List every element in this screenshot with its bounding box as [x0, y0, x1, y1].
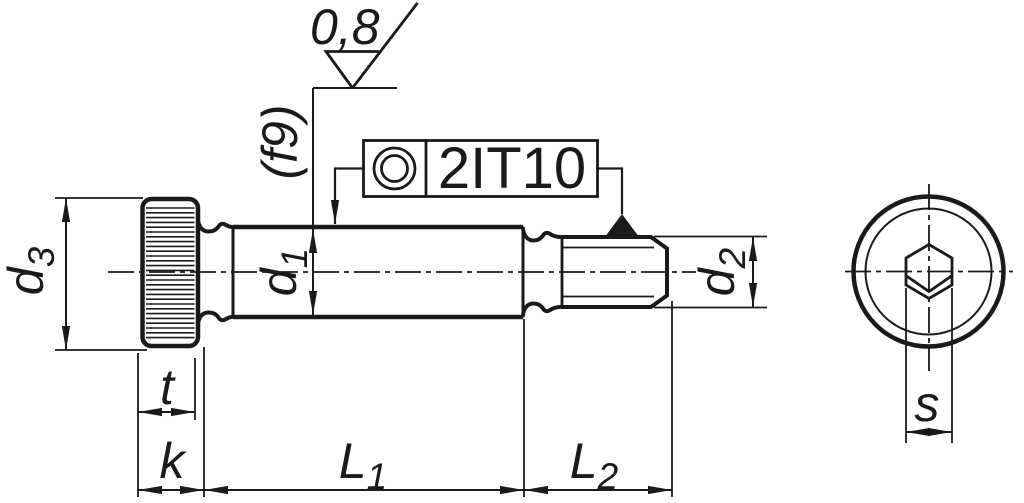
datum-triangle [606, 214, 638, 236]
knurl-pattern [146, 207, 195, 339]
fcf-leader-right [598, 167, 624, 214]
fcf-tolerance-value: 2IT10 [438, 136, 586, 201]
head-neck-undercut-top [196, 218, 235, 234]
surface-roughness-callout: 0,8 (f9) [252, 0, 419, 226]
dimension-d3: d3 [0, 197, 147, 351]
dimension-chain-bottom: k L1 L2 [137, 301, 673, 497]
hex-socket-cone-lines [905, 274, 953, 294]
thread-neck-undercut-top [521, 226, 564, 243]
concentricity-symbol [372, 146, 417, 191]
d3-label: d3 [0, 246, 62, 295]
head-outer-circle [851, 194, 1006, 349]
hex-socket [904, 242, 954, 301]
screw-head-outline [140, 196, 201, 349]
l1-label: L1 [339, 433, 387, 497]
roughness-value-label: 0,8 [310, 0, 380, 55]
l2-label: L2 [570, 433, 619, 497]
thread-neck-undercut-bottom [521, 301, 564, 318]
d2-label: d2 [689, 247, 753, 296]
t-label: t [160, 359, 176, 415]
head-neck-undercut-bottom [196, 310, 235, 326]
s-label: s [915, 376, 940, 432]
k-label: k [160, 433, 188, 489]
fcf-leader-left [330, 167, 364, 224]
feature-control-frame: 2IT10 [330, 136, 638, 236]
end-view: s [845, 184, 1013, 443]
head-chamfer-circle [864, 207, 993, 336]
dimension-d1: d1 [251, 229, 318, 315]
dimension-t: t [138, 358, 196, 420]
dimension-s: s [905, 288, 953, 443]
thread-outline [560, 235, 669, 309]
fcf-box [362, 139, 599, 198]
fit-tolerance-label: (f9) [252, 105, 308, 180]
d1-label: d1 [251, 248, 315, 296]
surface-roughness-symbol [323, 2, 419, 89]
side-view: 0,8 (f9) 2IT10 d3 d1 [0, 0, 767, 497]
dimension-d2: d2 [654, 235, 767, 309]
